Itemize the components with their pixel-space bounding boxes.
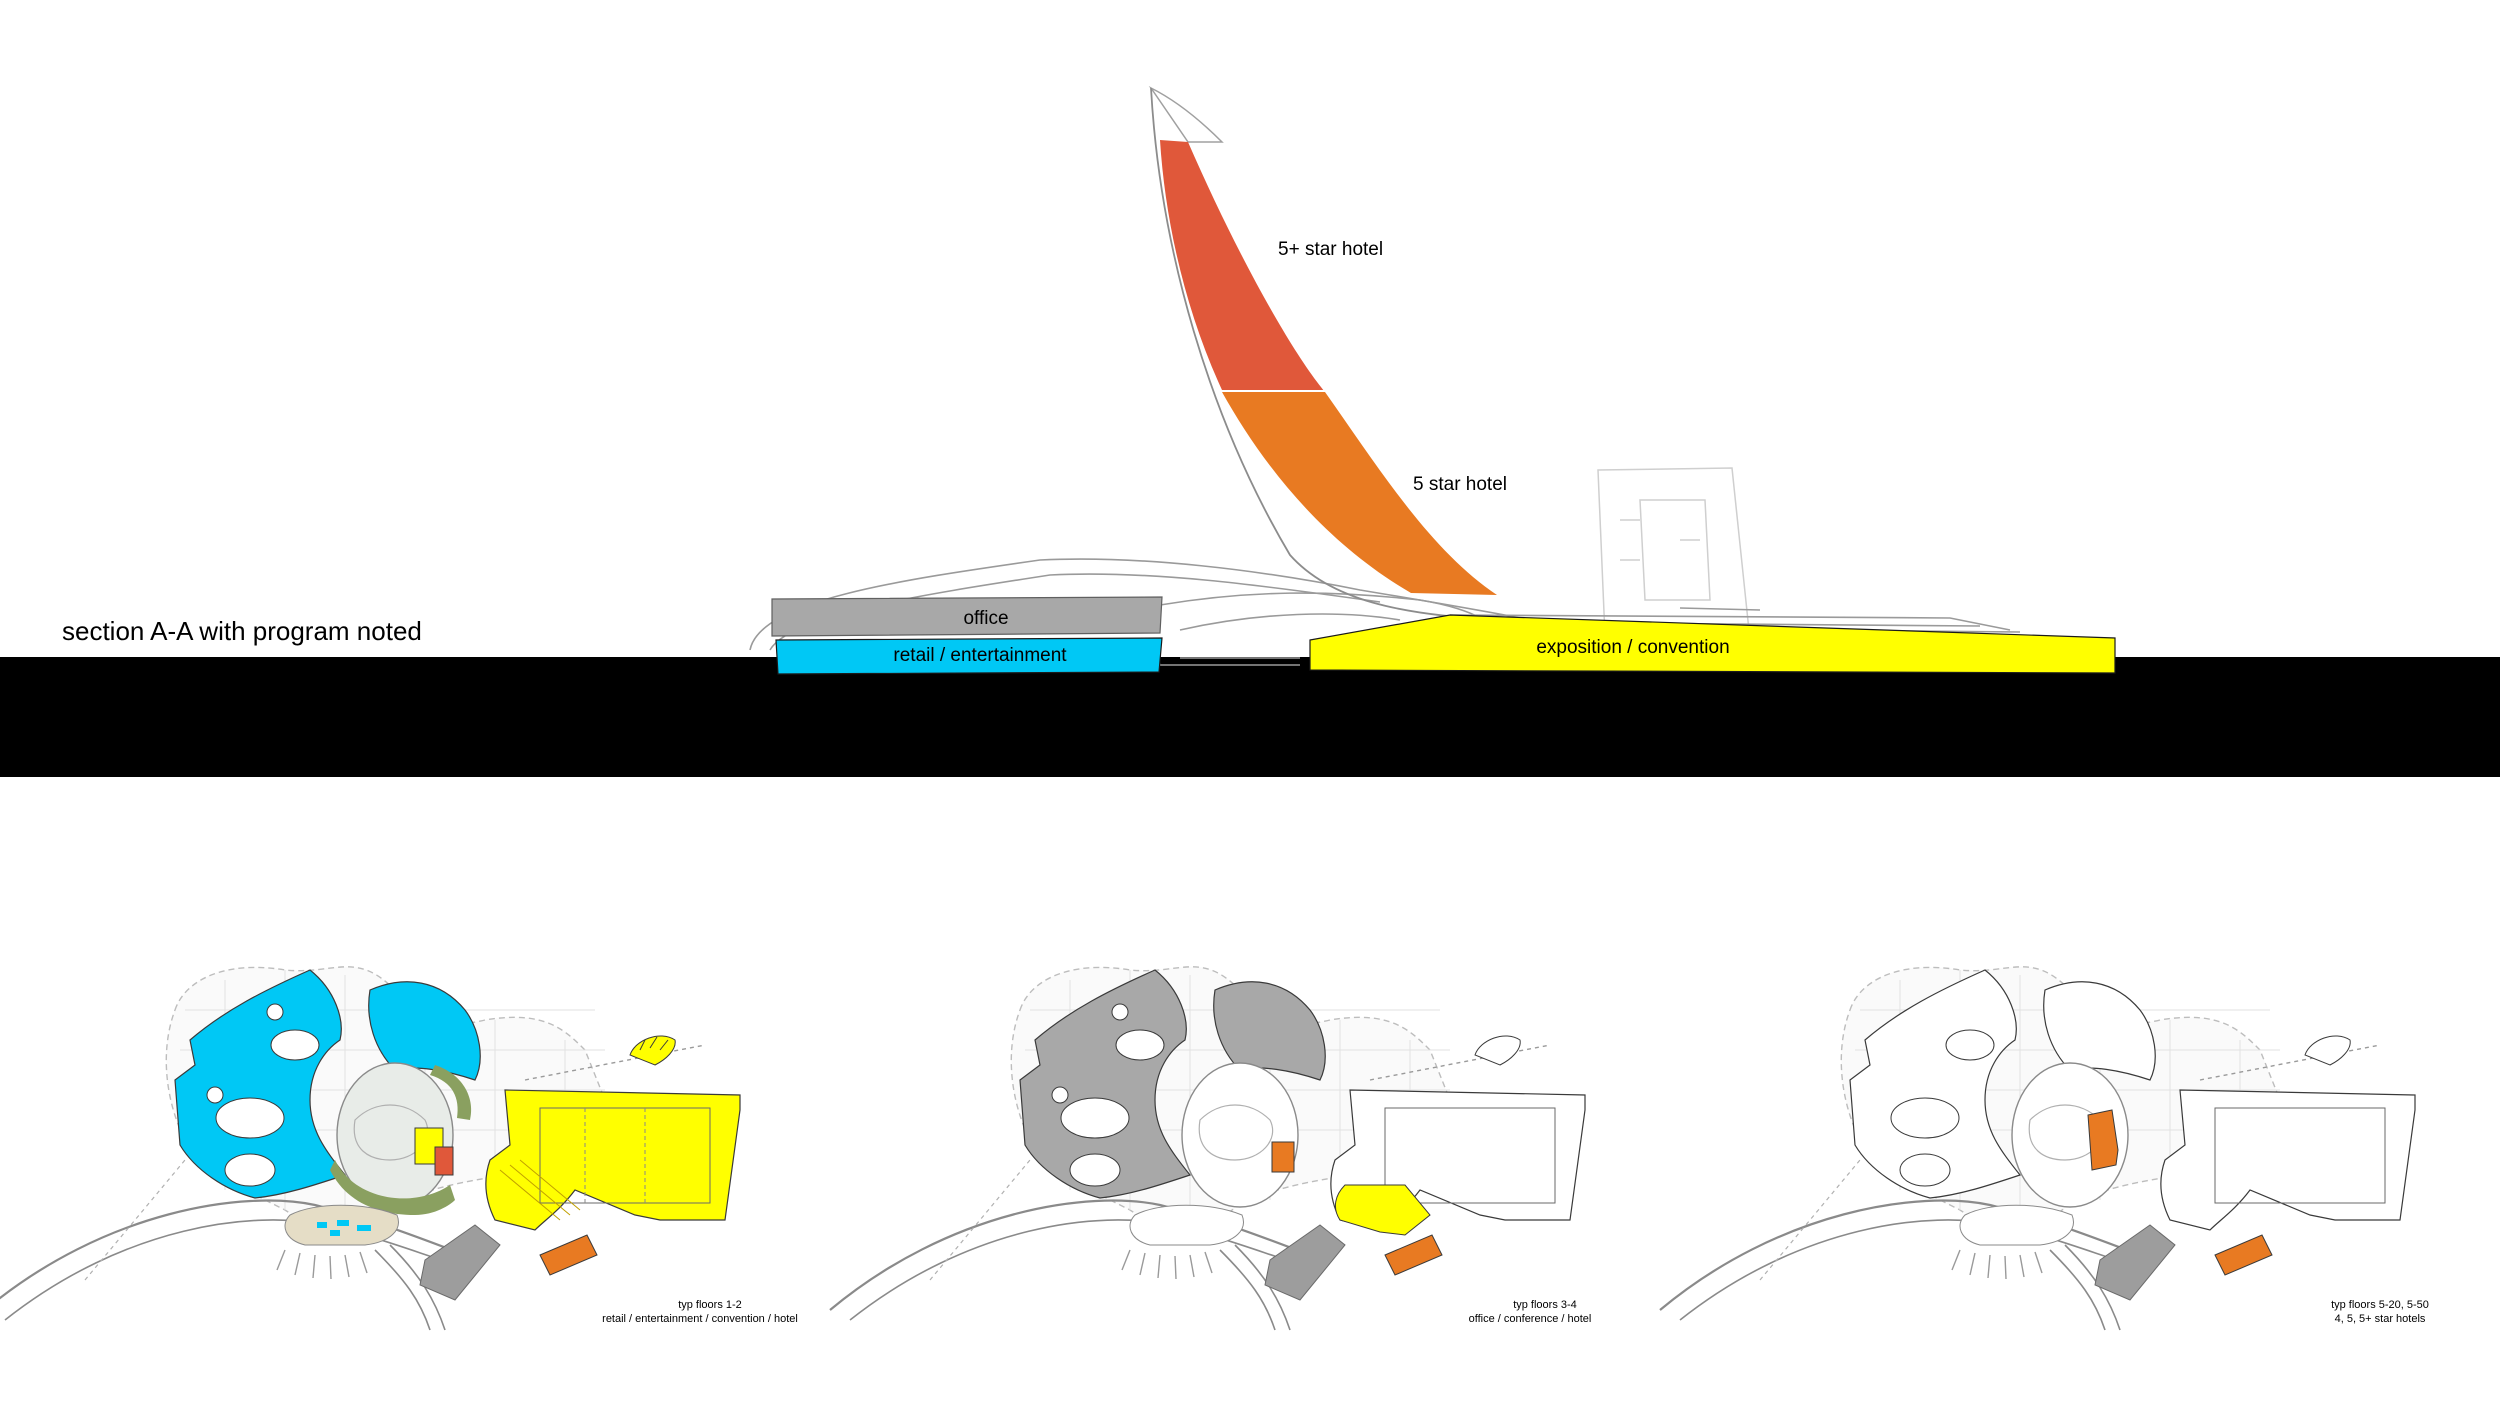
plan2-hotel-core xyxy=(1271,1141,1295,1173)
plan3-caption-line2: 4, 5, 5+ star hotels xyxy=(2335,1313,2426,1325)
tower-tip xyxy=(1148,86,1224,143)
hotel-5-block xyxy=(1222,392,1497,595)
plan2-hotel-annex xyxy=(1384,1234,1443,1276)
tower-outline xyxy=(1150,87,1501,621)
plan3-hotel-annex xyxy=(2214,1234,2273,1276)
floor-plan-1: typ floors 1-2 retail / entertainment / … xyxy=(0,965,798,1332)
section-drawing: section A-A with program noted 5+ star h… xyxy=(0,86,2500,777)
section-title: section A-A with program noted xyxy=(62,616,422,646)
label-exposition: exposition / convention xyxy=(1536,637,1729,658)
annex-linework xyxy=(1597,467,1751,641)
plan1-caption-line1: typ floors 1-2 xyxy=(678,1299,742,1311)
retail-block xyxy=(775,637,1163,675)
label-retail: retail / entertainment xyxy=(893,645,1067,666)
plan2-conference xyxy=(1334,1184,1431,1236)
plan1-landscape xyxy=(330,1160,455,1215)
floor-plan-3: typ floors 5-20, 5-50 4, 5, 5+ star hote… xyxy=(1658,965,2429,1332)
exposition-block xyxy=(1309,614,2116,674)
plan2-office-west xyxy=(1019,969,1192,1199)
office-block xyxy=(771,596,1163,637)
plan2-caption-line1: typ floors 3-4 xyxy=(1513,1299,1577,1311)
floor-plan-2: typ floors 3-4 office / conference / hot… xyxy=(828,965,1592,1332)
plan3-hotel-tower xyxy=(2087,1109,2119,1171)
label-hotel-5plus: 5+ star hotel xyxy=(1278,239,1383,260)
label-office: office xyxy=(963,608,1008,629)
plan3-caption-line1: typ floors 5-20, 5-50 xyxy=(2331,1299,2429,1311)
plan1-retail-north xyxy=(368,981,481,1081)
ground-band xyxy=(0,657,2500,777)
plan2-office-north xyxy=(1213,981,1326,1081)
plan1-exposition xyxy=(485,1089,741,1231)
plan1-hotel-annex xyxy=(539,1234,598,1276)
label-hotel-5: 5 star hotel xyxy=(1413,474,1507,495)
hotel-5plus-block xyxy=(1160,140,1325,392)
plan1-retail-west xyxy=(174,969,347,1199)
plan1-caption-line2: retail / entertainment / convention / ho… xyxy=(602,1313,798,1325)
plan2-caption-line2: office / conference / hotel xyxy=(1469,1313,1592,1325)
